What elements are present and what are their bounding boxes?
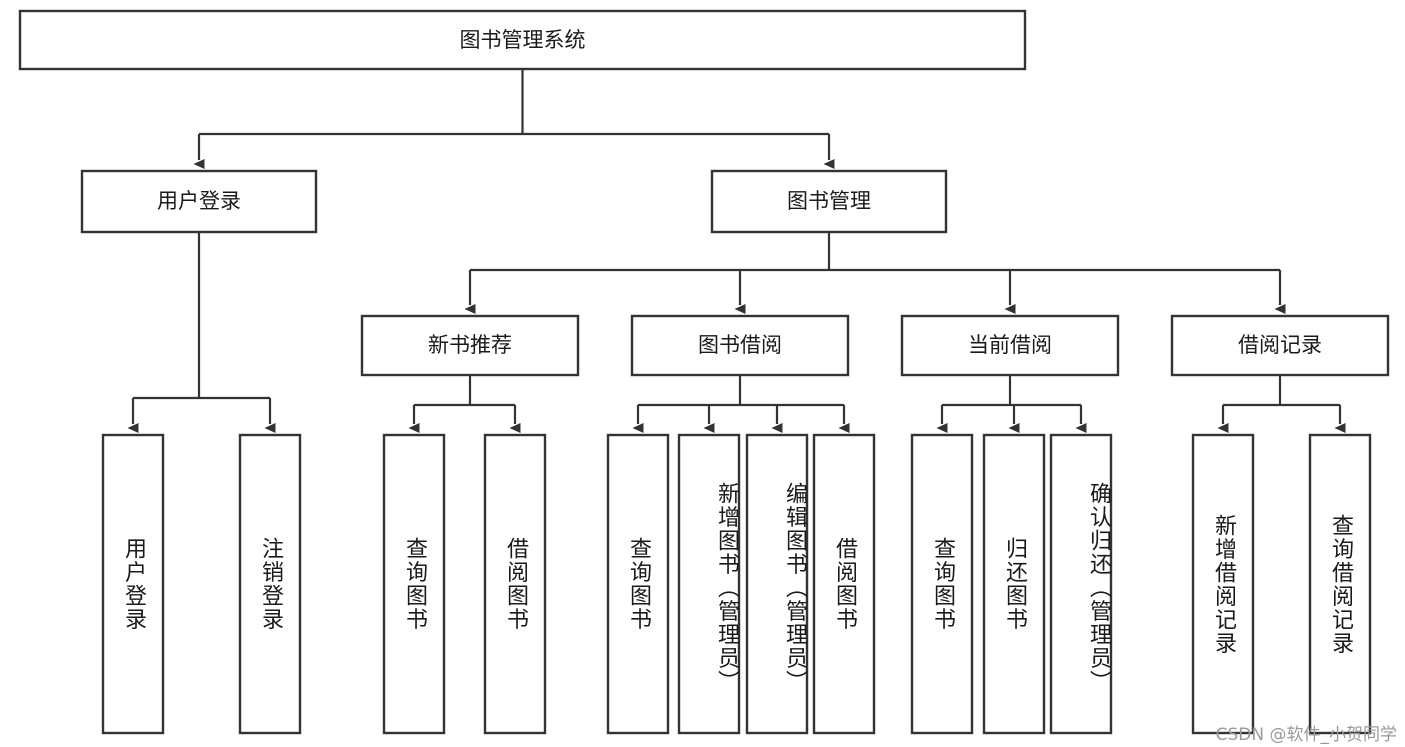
leaf-logout-box[interactable] [238, 433, 302, 735]
node-root-label: 图书管理系统 [460, 28, 586, 52]
leaf-query-record-box[interactable] [1308, 433, 1372, 735]
node-new-book-rec[interactable]: 新书推荐 [360, 314, 580, 377]
node-borrow-record-label: 借阅记录 [1238, 333, 1322, 357]
csdn-watermark: CSDN @软件_小贺同学 [1215, 725, 1397, 745]
leaf-edit-book-box[interactable] [745, 433, 809, 735]
node-user-login-label: 用户登录 [157, 189, 241, 213]
node-new-book-rec-box[interactable] [360, 314, 580, 377]
leaf-borrow-book-2-box[interactable] [812, 433, 876, 735]
node-book-manage-box[interactable] [710, 169, 948, 234]
leaf-add-record-box[interactable] [1191, 433, 1255, 735]
leaf-query-book-3-box[interactable] [910, 433, 974, 735]
node-root-box[interactable] [18, 9, 1027, 71]
node-current-borrow[interactable]: 当前借阅 [900, 314, 1120, 377]
node-book-manage-label: 图书管理 [787, 189, 871, 213]
leaf-borrow-book-1-box[interactable] [483, 433, 547, 735]
leaf-query-book-2-box[interactable] [606, 433, 670, 735]
node-book-borrow-label: 图书借阅 [698, 333, 782, 357]
node-book-manage[interactable]: 图书管理 [710, 169, 948, 234]
node-borrow-record-box[interactable] [1170, 314, 1390, 377]
node-book-borrow[interactable]: 图书借阅 [630, 314, 850, 377]
node-current-borrow-label: 当前借阅 [968, 333, 1052, 357]
leaf-add-book-box[interactable] [677, 433, 741, 735]
node-user-login[interactable]: 用户登录 [80, 169, 318, 234]
node-borrow-record[interactable]: 借阅记录 [1170, 314, 1390, 377]
node-root[interactable]: 图书管理系统 [18, 9, 1027, 71]
node-book-borrow-box[interactable] [630, 314, 850, 377]
leaf-box-layer [101, 433, 1372, 735]
leaf-user-login-box[interactable] [101, 433, 165, 735]
leaf-confirm-return-box[interactable] [1049, 433, 1113, 735]
leaf-query-book-1-box[interactable] [382, 433, 446, 735]
node-user-login-box[interactable] [80, 169, 318, 234]
node-current-borrow-box[interactable] [900, 314, 1120, 377]
connector-layer [127, 69, 1346, 433]
node-new-book-rec-label: 新书推荐 [428, 333, 512, 357]
leaf-return-book-box[interactable] [982, 433, 1046, 735]
